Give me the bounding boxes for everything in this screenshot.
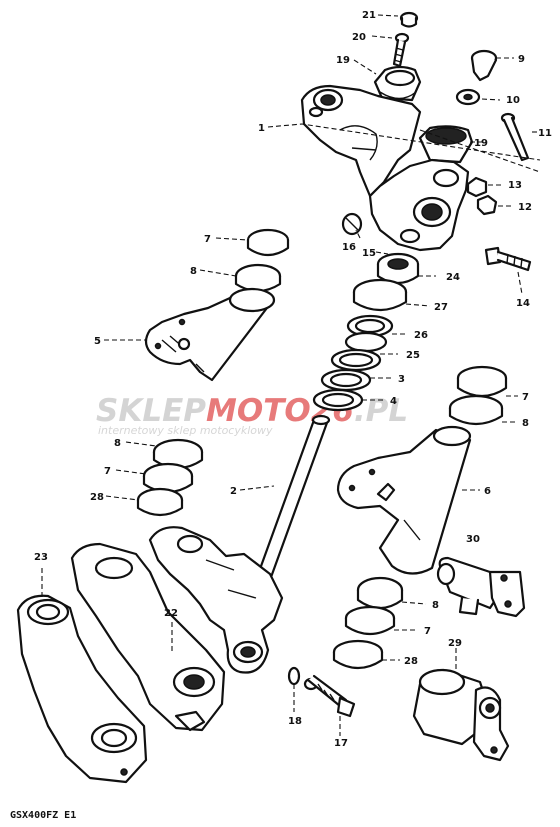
upper-bracket-assembly	[300, 11, 532, 272]
part-20-bolt	[392, 32, 410, 68]
callout-27: 27	[434, 302, 448, 313]
part-8-ring-left-upper	[234, 263, 282, 293]
part-30-steering-lock	[436, 556, 526, 618]
part-27-dust-seal	[352, 278, 408, 312]
callout-1: 1	[258, 123, 265, 134]
callout-3: 3	[398, 374, 405, 385]
callout-7-right-upper: 7	[522, 392, 529, 403]
part-21-cap-nut	[399, 11, 419, 28]
callout-25: 25	[406, 350, 420, 361]
part-24-nut	[376, 252, 420, 285]
callout-18: 18	[288, 716, 302, 727]
part-17-bolt	[303, 674, 356, 718]
callout-8-right-upper: 8	[522, 418, 529, 429]
callout-26: 26	[414, 330, 428, 341]
callout-7-left-upper: 7	[204, 234, 211, 245]
part-19-holder-upper-left	[373, 65, 422, 102]
part-16-clip	[341, 212, 363, 236]
callout-10: 10	[506, 95, 520, 106]
part-11-bolt	[500, 112, 530, 162]
leader-lines	[41, 14, 541, 736]
watermark-brand-2: MOTO	[206, 393, 311, 429]
part-12-nut	[476, 194, 498, 216]
callout-11: 11	[538, 128, 552, 139]
left-lower-seals	[136, 438, 204, 517]
callout-29: 29	[448, 638, 462, 649]
callout-24: 24	[446, 272, 460, 283]
callout-8-right-lower: 8	[432, 600, 439, 611]
part-8-ring-right-lower	[356, 576, 404, 610]
steering-bearing-stack	[312, 252, 420, 412]
callout-labels: 21 20 19 19 9 10 1 11 13 12 16 15 24 14 …	[34, 10, 552, 749]
part-4-race	[312, 388, 364, 412]
part-13-nut	[466, 176, 488, 198]
right-headlight-bracket	[336, 365, 508, 575]
callout-17: 17	[334, 738, 348, 749]
part-7-seal-right-lower	[344, 605, 396, 636]
callout-6: 6	[484, 486, 491, 497]
callout-12: 12	[518, 202, 532, 213]
callout-13: 13	[508, 180, 522, 191]
callout-2: 2	[230, 486, 237, 497]
part-28-ring-left	[136, 487, 184, 517]
callout-22: 22	[164, 608, 178, 619]
part-18-washer	[287, 666, 301, 686]
callout-8-left-lower: 8	[114, 438, 121, 449]
callout-8-left-upper: 8	[190, 266, 197, 277]
part-7-seal-left-upper	[246, 228, 290, 257]
model-code: GSX400FZ E1	[10, 810, 76, 821]
part-2-steering-stem	[148, 414, 331, 674]
part-5-bracket	[144, 287, 276, 382]
callout-14: 14	[516, 298, 530, 309]
part-3-bearing	[320, 368, 372, 392]
callout-7-left-lower: 7	[104, 466, 111, 477]
left-headlight-bracket	[144, 228, 290, 382]
part-26-bearing	[344, 314, 394, 353]
callout-4: 4	[390, 396, 397, 407]
part-7-seal-right-upper	[456, 365, 508, 398]
part-25-race	[330, 348, 382, 372]
callout-19-upper: 19	[336, 55, 350, 66]
part-28-ring-right	[332, 639, 384, 670]
svg-text:SKLEPMOTO26.PL: SKLEPMOTO26.PL	[96, 393, 408, 429]
part-10-washer	[455, 88, 481, 106]
part-7-seal-left-lower	[142, 462, 194, 494]
callout-9: 9	[518, 54, 525, 65]
watermark: SKLEPMOTO26.PL internetowy sklep motocyk…	[96, 393, 408, 437]
part-22-upper-cover	[70, 542, 226, 732]
callout-15: 15	[362, 248, 376, 259]
right-lower-seals	[332, 576, 404, 670]
part-9-bolt	[470, 49, 498, 82]
callout-28-right: 28	[404, 656, 418, 667]
part-6-bracket	[336, 425, 472, 575]
part-29-ignition-switch	[412, 668, 510, 762]
part-19-holder-upper-right	[418, 125, 474, 164]
callout-20: 20	[352, 32, 366, 43]
callout-21: 21	[362, 10, 376, 21]
callout-7-right-lower: 7	[424, 626, 431, 637]
callout-19-lower: 19	[474, 138, 488, 149]
watermark-tagline: internetowy sklep motocyklowy	[98, 424, 273, 437]
part-8-ring-right-upper	[448, 394, 504, 426]
callout-30: 30	[466, 534, 480, 545]
callout-23: 23	[34, 552, 48, 563]
callout-28-left: 28	[90, 492, 104, 503]
watermark-brand-1: SKLEP	[96, 393, 206, 429]
callout-16: 16	[342, 242, 356, 253]
part-14-bolt	[484, 246, 532, 272]
part-23-lower-cover	[16, 594, 148, 784]
callout-5: 5	[94, 336, 101, 347]
part-1-upper-bracket	[300, 84, 422, 198]
part-1-lower-clamp	[368, 158, 470, 252]
